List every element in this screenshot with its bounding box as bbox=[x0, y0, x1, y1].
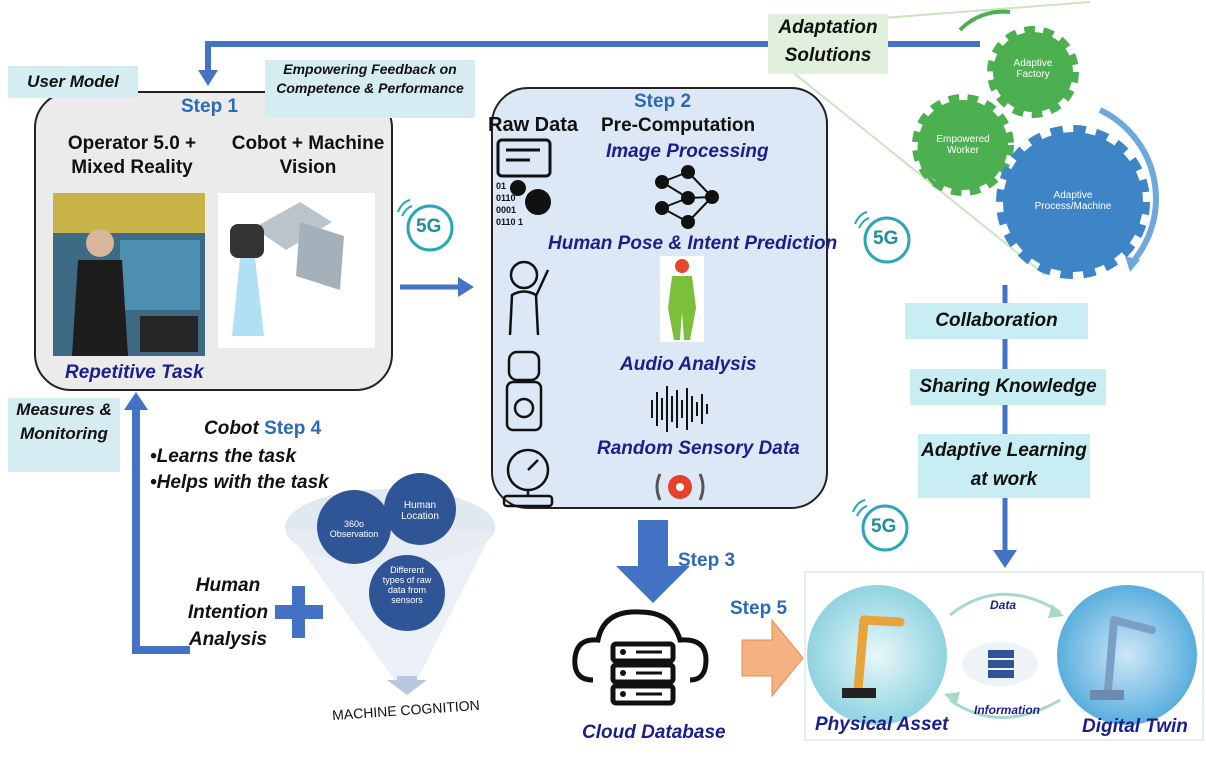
step2-box bbox=[491, 87, 828, 509]
gear-adaptive-factory: Adaptive Factory bbox=[1013, 58, 1053, 80]
measures-arrow bbox=[132, 405, 190, 654]
information-label: Information bbox=[974, 703, 1040, 717]
binary-line: 01 bbox=[496, 181, 507, 191]
step5-label: Step 5 bbox=[730, 598, 788, 619]
sensory-label: Random Sensory Data bbox=[597, 438, 800, 459]
5g-icon-2 bbox=[854, 211, 911, 264]
feedback-label: Empowering Feedback on Competence & Perf… bbox=[265, 60, 475, 118]
feedback-arrow bbox=[205, 41, 980, 80]
binary-text: 01 0110 0001 0110 1 bbox=[496, 180, 523, 228]
binary-line: 0110 bbox=[496, 193, 516, 203]
arrow-step3 bbox=[616, 520, 690, 603]
binary-line: 0001 bbox=[496, 205, 517, 215]
cloud-database-icon bbox=[572, 609, 709, 706]
measures-label: Measures & Monitoring bbox=[8, 398, 120, 472]
funnel bbox=[285, 473, 495, 695]
digital-robot-icon bbox=[1104, 616, 1156, 694]
sharing-knowledge-box: Sharing Knowledge bbox=[910, 369, 1106, 405]
cobot-label: Cobot + Machine Vision bbox=[231, 133, 385, 178]
step4-bullet-1: •Learns the task bbox=[150, 446, 297, 467]
adaptive-learning-box: Adaptive Learning at work bbox=[918, 434, 1090, 498]
step2-label: Step 2 bbox=[634, 91, 692, 112]
raw-data-icon bbox=[496, 138, 552, 178]
physical-asset-label: Physical Asset bbox=[815, 714, 949, 735]
cobot-image bbox=[218, 193, 375, 348]
collaboration-box: Collaboration bbox=[905, 303, 1088, 339]
operator-photo bbox=[53, 193, 205, 356]
step4-label: Step 4 bbox=[264, 418, 322, 439]
waveform-icon bbox=[651, 386, 708, 432]
pose-label: Human Pose & Intent Prediction bbox=[548, 233, 838, 254]
digital-twin-circle bbox=[1057, 585, 1197, 725]
step3-label: Step 3 bbox=[678, 550, 736, 571]
data-label: Data bbox=[990, 598, 1017, 612]
pressure-gauge-icon bbox=[502, 448, 554, 508]
microphone-icon bbox=[505, 350, 543, 432]
person-pointing-icon bbox=[508, 260, 550, 336]
cloud-database-label: Cloud Database bbox=[582, 722, 726, 743]
funnel-location: Human Location bbox=[401, 500, 439, 522]
gear-empowered-worker: Empowered Worker bbox=[936, 134, 990, 156]
intention-label: Human Intention Analysis bbox=[187, 575, 269, 650]
operator-label: Operator 5.0 + Mixed Reality bbox=[67, 133, 197, 178]
5g-label-3: 5G bbox=[871, 516, 897, 537]
digital-twin-label: Digital Twin bbox=[1082, 716, 1188, 737]
adaptation-box: Adaptation Solutions bbox=[768, 14, 888, 74]
sensor-icon bbox=[655, 473, 705, 501]
arrow-step5 bbox=[741, 618, 804, 698]
5g-icon-3 bbox=[852, 499, 909, 552]
information-server-icon bbox=[962, 642, 1038, 686]
funnel-observation: 360o Observation bbox=[329, 519, 379, 539]
physical-asset-circle bbox=[807, 585, 947, 725]
raw-data-label: Raw Data bbox=[488, 114, 579, 136]
5g-label-2: 5G bbox=[873, 228, 899, 249]
funnel-raw-data: Different types of raw data from sensors bbox=[382, 565, 432, 605]
5g-label-1: 5G bbox=[416, 216, 442, 237]
neural-network-icon bbox=[655, 165, 719, 229]
image-processing-label: Image Processing bbox=[606, 141, 769, 162]
human-pose-figure bbox=[660, 256, 704, 342]
binary-line: 0110 1 bbox=[496, 217, 524, 227]
user-model-label: User Model bbox=[8, 66, 138, 98]
step4-bullet-2: •Helps with the task bbox=[150, 472, 329, 493]
robot-arm-icon bbox=[853, 615, 905, 695]
gears bbox=[912, 9, 1159, 279]
step4-heading: Cobot Step 4 bbox=[204, 418, 321, 440]
step1-label: Step 1 bbox=[181, 96, 239, 117]
step4-cobot: Cobot bbox=[204, 418, 259, 439]
precomputation-label: Pre-Computation bbox=[601, 115, 756, 136]
audio-label: Audio Analysis bbox=[620, 354, 757, 375]
gear-adaptive-process: Adaptive Process/Machine bbox=[1034, 190, 1112, 212]
5g-icon-1 bbox=[397, 199, 454, 252]
repetitive-task-label: Repetitive Task bbox=[65, 362, 204, 383]
